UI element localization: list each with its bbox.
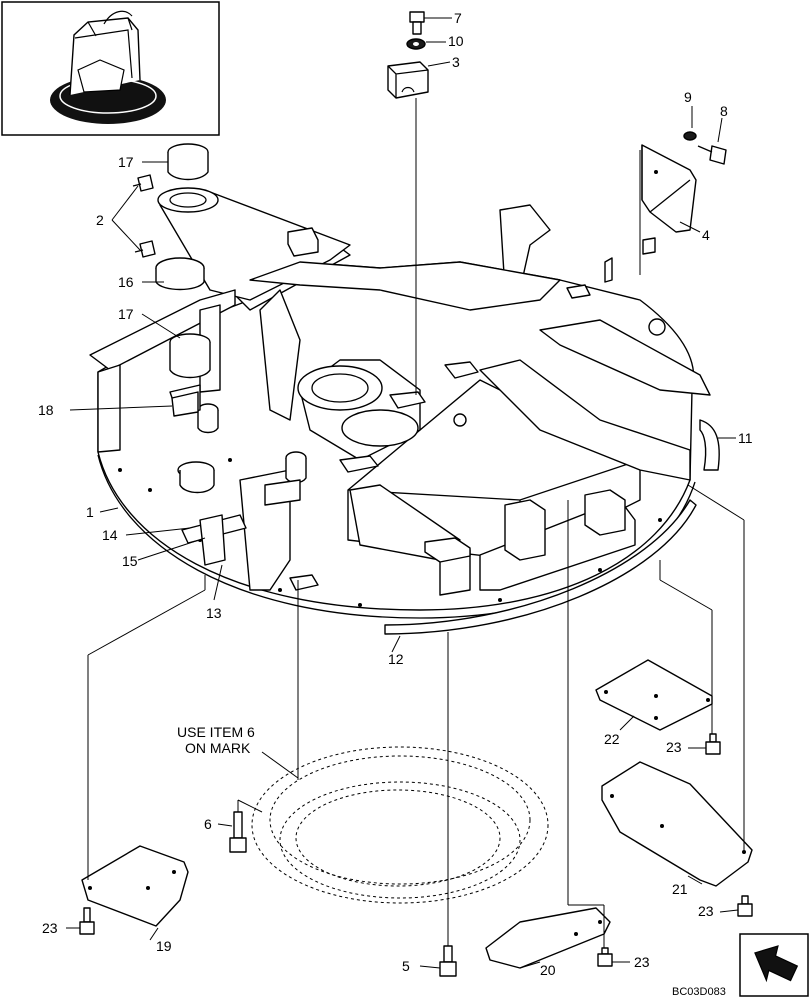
callout-9: 9 bbox=[684, 89, 692, 105]
rubber-mount-upper bbox=[157, 143, 219, 213]
bolt-7 bbox=[409, 11, 425, 35]
callout-10: 10 bbox=[448, 33, 464, 49]
page-turn-arrow-icon[interactable] bbox=[739, 933, 809, 997]
note-line-2: ON MARK bbox=[185, 740, 251, 756]
callout-13: 13 bbox=[206, 605, 222, 621]
bolt-23-d bbox=[597, 947, 613, 967]
bolt-23-c bbox=[737, 895, 753, 917]
callout-19: 19 bbox=[156, 938, 172, 954]
callout-12: 12 bbox=[388, 651, 404, 667]
callout-23a: 23 bbox=[42, 920, 58, 936]
cover-plate-21 bbox=[601, 761, 753, 887]
callout-2: 2 bbox=[96, 212, 104, 228]
callout-5: 5 bbox=[402, 958, 410, 974]
excavator-thumbnail-icon bbox=[1, 1, 220, 136]
bracket-13-14-15 bbox=[181, 514, 247, 566]
clip-18 bbox=[171, 391, 199, 417]
callout-23b: 23 bbox=[666, 739, 682, 755]
callout-6: 6 bbox=[204, 816, 212, 832]
counterweight-strip-12 bbox=[384, 499, 697, 635]
callout-11: 11 bbox=[738, 430, 753, 446]
callout-1: 1 bbox=[86, 504, 94, 520]
swing-bearing-outline bbox=[251, 746, 549, 904]
note-line-1: USE ITEM 6 bbox=[177, 724, 255, 740]
bolt-2-lower bbox=[134, 240, 156, 258]
plate-3 bbox=[387, 61, 429, 99]
callout-16: 16 bbox=[118, 274, 134, 290]
callout-17b: 17 bbox=[118, 306, 134, 322]
callout-3: 3 bbox=[452, 54, 460, 70]
cover-plate-22 bbox=[595, 659, 713, 731]
bolt-8 bbox=[697, 145, 727, 165]
bolt-5 bbox=[439, 945, 457, 977]
callout-18: 18 bbox=[38, 402, 54, 418]
callout-23d: 23 bbox=[634, 954, 650, 970]
rubber-mount-lower bbox=[155, 257, 211, 379]
callout-20: 20 bbox=[540, 962, 556, 978]
callout-15: 15 bbox=[122, 553, 138, 569]
callout-8: 8 bbox=[720, 103, 728, 119]
cover-plate-19 bbox=[81, 845, 189, 927]
callout-labels: 7 10 3 9 8 4 17 2 16 17 18 11 1 14 15 13… bbox=[38, 10, 753, 998]
callout-22: 22 bbox=[604, 731, 620, 747]
callout-21: 21 bbox=[672, 881, 688, 897]
leader-lines bbox=[66, 17, 745, 969]
callout-17a: 17 bbox=[118, 154, 134, 170]
cover-plate-20 bbox=[485, 907, 611, 969]
bracket-4 bbox=[641, 144, 697, 233]
washer-9 bbox=[683, 131, 697, 141]
bolt-2-upper bbox=[132, 174, 154, 192]
figure-code: BC03D083 bbox=[672, 986, 726, 998]
bolt-23-a bbox=[79, 907, 95, 935]
cover-11 bbox=[699, 419, 720, 471]
callout-14: 14 bbox=[102, 527, 118, 543]
callout-4: 4 bbox=[702, 227, 710, 243]
bolt-6 bbox=[229, 811, 247, 853]
washer-10 bbox=[406, 38, 426, 50]
bolt-23-b bbox=[705, 733, 721, 755]
callout-7: 7 bbox=[454, 10, 462, 26]
callout-23c: 23 bbox=[698, 903, 714, 919]
